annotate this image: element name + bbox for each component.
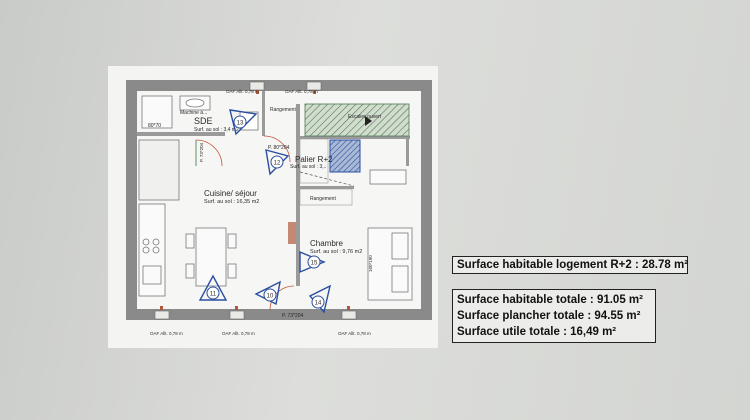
label-door-palier: P. 80*204 xyxy=(268,145,290,151)
marker-13-label: 13 xyxy=(237,121,244,127)
stair-landing xyxy=(329,139,361,173)
label-bed-size: 160*190 xyxy=(368,255,373,272)
label-rangement-top: Rangement xyxy=(270,107,296,113)
closet-top xyxy=(299,138,329,184)
label-shower-size: 80*70 xyxy=(148,123,161,129)
marker-12: 12 xyxy=(265,149,290,176)
room-cuisine-area: Surf. au sol : 16,35 m2 xyxy=(204,199,259,205)
room-chambre-area: Surf. au sol : 9,76 m2 xyxy=(310,249,362,255)
room-sde-name: SDE xyxy=(194,116,213,126)
label-machine: Machine à... xyxy=(180,110,207,116)
marker-14-label: 14 xyxy=(315,301,322,307)
marker-12-label: 12 xyxy=(274,161,281,167)
marker-11: 11 xyxy=(198,274,228,301)
dining-table xyxy=(185,227,237,287)
label-window-top-1: OAF Allt. 0,78 m xyxy=(226,89,259,94)
marker-15-label: 15 xyxy=(311,261,318,267)
surface-habitable-totale: Surface habitable totale : 91.05 m² xyxy=(457,294,643,306)
surface-plancher-totale: Surface plancher totale : 94.55 m² xyxy=(457,310,641,322)
marker-15: 15 xyxy=(299,250,326,274)
marker-10-label: 10 xyxy=(267,294,274,300)
kitchen-fixtures xyxy=(138,139,180,297)
room-chambre-name: Chambre xyxy=(310,239,343,248)
label-window-bottom-2: OAF Allt. 0,78 m xyxy=(222,331,255,336)
label-door-sde: P. 73*204 xyxy=(199,142,204,162)
bathroom-fixtures xyxy=(141,95,259,131)
label-window-bottom-3: OAF Allt. 0,78 m xyxy=(338,331,371,336)
marker-13: 13 xyxy=(229,109,258,136)
room-palier-area: Surf. au sol : 3,.. xyxy=(290,164,326,170)
label-window-bottom-1: OAF Allt. 0,78 m xyxy=(150,331,183,336)
interior-walls xyxy=(137,91,410,286)
surface-r2-text: Surface habitable logement R+2 : 28.78 m… xyxy=(457,259,689,271)
door-frame xyxy=(288,222,296,244)
marker-14: 14 xyxy=(308,284,332,314)
windows xyxy=(154,81,357,320)
closet-mid xyxy=(299,188,353,206)
marker-11-label: 11 xyxy=(210,292,217,298)
surface-utile-totale: Surface utile totale : 16,49 m² xyxy=(457,326,617,338)
staircase xyxy=(304,103,410,137)
room-palier-name: Palier R+2 xyxy=(295,155,333,164)
surface-totals-box: Surface habitable totale : 91.05 m² Surf… xyxy=(452,289,656,343)
marker-10: 10 xyxy=(254,280,281,306)
room-sde-area: Surf. au sol : 3,4 m2 xyxy=(194,127,239,133)
label-door-cuisine: P. 73*204 xyxy=(282,313,304,319)
surface-r2-box: Surface habitable logement R+2 : 28.78 m… xyxy=(452,256,688,274)
bed xyxy=(367,169,413,301)
outer-walls xyxy=(126,80,432,320)
doors xyxy=(195,135,295,311)
stair-arrow-icon xyxy=(365,116,372,126)
room-cuisine-name: Cuisine/ séjour xyxy=(204,189,257,198)
label-window-top-2: OAF Allt. 0,78 m xyxy=(285,89,318,94)
label-escalier: Escalier ouvert xyxy=(348,114,382,120)
label-rangement-mid: Rangement xyxy=(310,196,336,202)
